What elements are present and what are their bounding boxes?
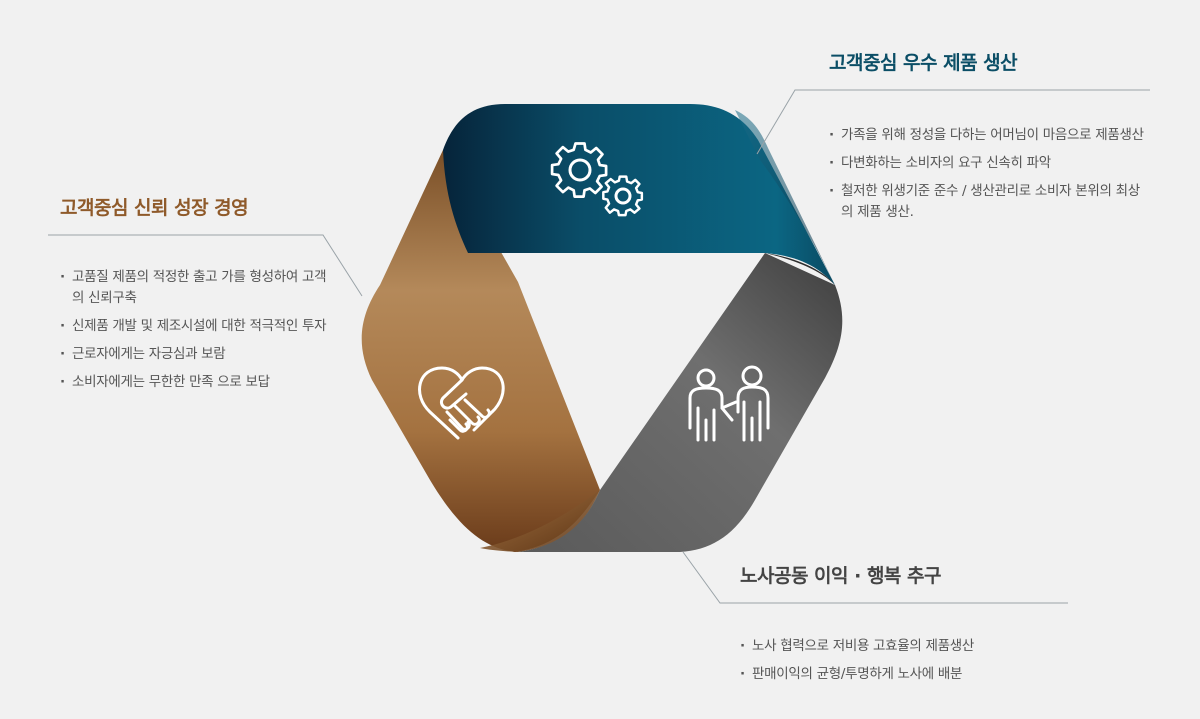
segment-bottom <box>518 253 843 552</box>
connector-bottom <box>682 551 1068 604</box>
connector-left <box>48 234 363 297</box>
section-right-list: 가족을 위해 정성을 다하는 어머님이 마음으로 제품생산 다변화하는 소비자의… <box>829 125 1149 223</box>
list-item: 가족을 위해 정성을 다하는 어머님이 마음으로 제품생산 <box>829 125 1149 146</box>
handshake-heart-icon <box>418 366 505 440</box>
section-bottom-title: 노사공동 이익 · 행복 추구 <box>740 565 941 587</box>
section-left-list: 고품질 제품의 적정한 출고 가를 형성하여 고객의 신뢰구축 신제품 개발 및… <box>60 267 330 393</box>
section-left-title: 고객중심 신뢰 성장 경영 <box>60 197 249 219</box>
list-item: 판매이익의 균형/투명하게 노사에 배분 <box>740 664 1070 685</box>
people-icon <box>688 365 770 442</box>
list-item: 다변화하는 소비자의 요구 신속히 파악 <box>829 153 1149 174</box>
section-right-title: 고객중심 우수 제품 생산 <box>829 52 1018 74</box>
list-item: 근로자에게는 자긍심과 보람 <box>60 344 330 365</box>
list-item: 철저한 위생기준 준수 / 생산관리로 소비자 본위의 최상의 제품 생산. <box>829 181 1149 223</box>
segment-left <box>361 150 600 552</box>
list-item: 소비자에게는 무한한 만족 으로 보답 <box>60 372 330 393</box>
section-bottom-list: 노사 협력으로 저비용 고효율의 제품생산 판매이익의 균형/투명하게 노사에 … <box>740 636 1070 685</box>
list-item: 신제품 개발 및 제조시설에 대한 적극적인 투자 <box>60 316 330 337</box>
list-item: 노사 협력으로 저비용 고효율의 제품생산 <box>740 636 1070 657</box>
connector-right <box>756 89 1150 155</box>
segment-top <box>443 104 835 285</box>
section-bottom: 노사공동 이익 · 행복 추구 노사 협력으로 저비용 고효율의 제품생산 판매… <box>740 561 1070 692</box>
connector-lines <box>48 89 1150 604</box>
section-right: 고객중심 우수 제품 생산 가족을 위해 정성을 다하는 어머님이 마음으로 제… <box>829 48 1149 230</box>
gears-icon <box>550 142 644 217</box>
section-left: 고객중심 신뢰 성장 경영 고품질 제품의 적정한 출고 가를 형성하여 고객의… <box>60 193 330 400</box>
list-item: 고품질 제품의 적정한 출고 가를 형성하여 고객의 신뢰구축 <box>60 267 330 309</box>
